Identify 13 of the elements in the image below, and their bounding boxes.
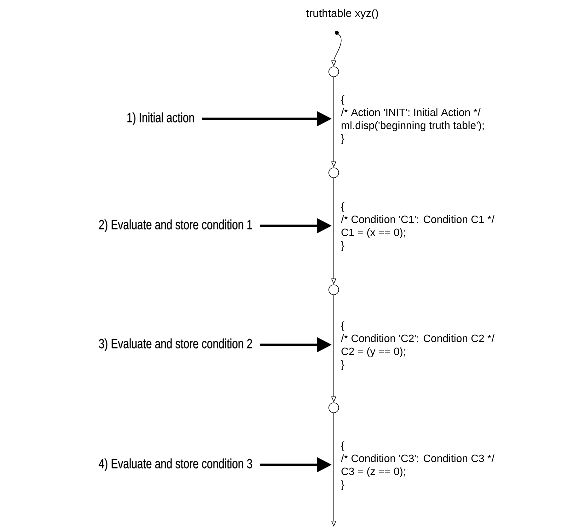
- code-text: { /* Condition 'C1': Condition C1 */ C1 = (x == 0); }: [341, 202, 495, 252]
- code-text: { /* Condition 'C2': Condition C2 */ C2 = (y == 0); }: [341, 322, 495, 370]
- annotation-label: 1) Initial action: [128, 112, 194, 126]
- annotation-label: 3) Evaluate and store condition 2: [99, 338, 252, 352]
- junction-circle: [328, 284, 340, 296]
- junction-circle: [328, 66, 340, 78]
- annotation-label: 2) Evaluate and store condition 1: [99, 220, 252, 232]
- code-text: { /* Condition 'C3': Condition C3 */ C3 = (z == 0); }: [341, 442, 495, 490]
- code-text: { /* Action 'INIT': Initial Action */ ml.disp('beginning truth table'); }: [341, 96, 484, 144]
- junction-circle: [328, 402, 340, 414]
- annotation-label: 4) Evaluate and store condition 3: [99, 458, 252, 472]
- title: truthtable xyz(): [306, 9, 378, 20]
- junction-circle: [328, 168, 340, 178]
